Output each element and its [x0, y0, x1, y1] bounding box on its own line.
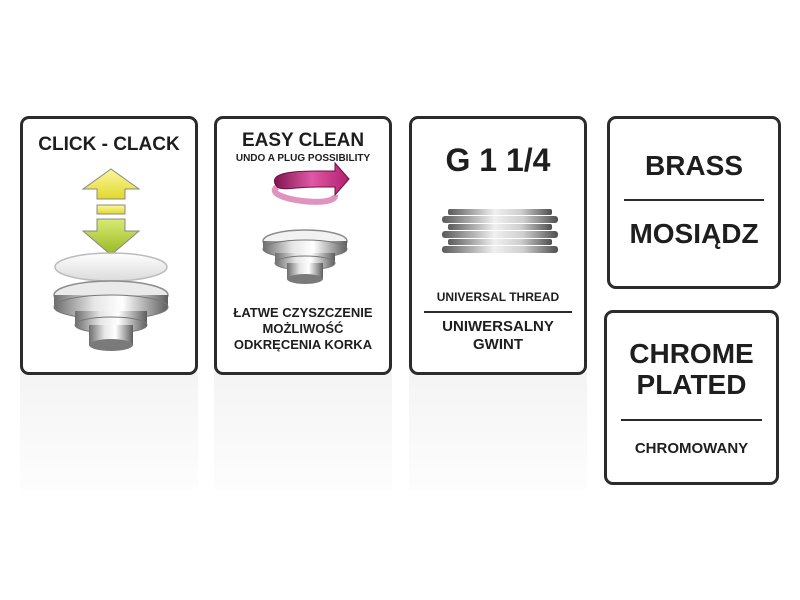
plug-icon [53, 252, 169, 351]
card-subtitle: UNDO A PLUG POSSIBILITY [235, 153, 371, 164]
finish-label-en-line: PLATED [636, 368, 747, 400]
divider [424, 311, 572, 313]
finish-label-en: CHROME PLATED [607, 338, 776, 401]
thread-card: G 1 1/4 UNIVERSAL THREAD UNIWERSALNY GWI… [409, 116, 587, 375]
material-label-pl: MOSIĄDZ [629, 218, 759, 249]
easy-clean-card: EASY CLEAN UNDO A PLUG POSSIBILITY ŁATWE… [214, 116, 392, 375]
card-title: EASY CLEAN [241, 130, 365, 151]
polish-line: ODKRĘCENIA KORKA [233, 336, 373, 352]
down-arrow-icon [81, 218, 141, 256]
thread-label-en: UNIVERSAL THREAD [436, 290, 560, 304]
plug-icon [262, 229, 348, 284]
card-title: G 1 1/4 [445, 142, 551, 178]
rotate-arrow-icon [271, 161, 350, 205]
reflection [214, 372, 392, 490]
material-label-en: BRASS [644, 150, 743, 181]
reflection [409, 372, 587, 490]
card-title: CLICK - CLACK [38, 134, 180, 155]
thread-label-pl-line: GWINT [473, 336, 523, 353]
polish-line: MOŻLIWOŚĆ [262, 320, 344, 336]
finish-label-pl: CHROMOWANY [634, 440, 749, 457]
material-card: BRASS MOSIĄDZ [607, 116, 781, 289]
divider [624, 199, 764, 201]
thread-label-pl-line: UNIWERSALNY [442, 318, 554, 335]
click-clack-card: CLICK - CLACK [20, 116, 198, 375]
divider [621, 419, 762, 421]
up-down-arrow-icon [81, 168, 141, 215]
reflection [20, 372, 198, 490]
polish-line: ŁATWE CZYSZCZENIE [233, 305, 373, 320]
finish-label-en-line: CHROME [629, 338, 754, 369]
polish-description: ŁATWE CZYSZCZENIE MOŻLIWOŚĆ ODKRĘCENIA K… [217, 305, 389, 353]
finish-card: CHROME PLATED CHROMOWANY [604, 310, 779, 485]
thread-label-pl: UNIWERSALNY GWINT [412, 318, 584, 354]
thread-icon [442, 209, 558, 253]
